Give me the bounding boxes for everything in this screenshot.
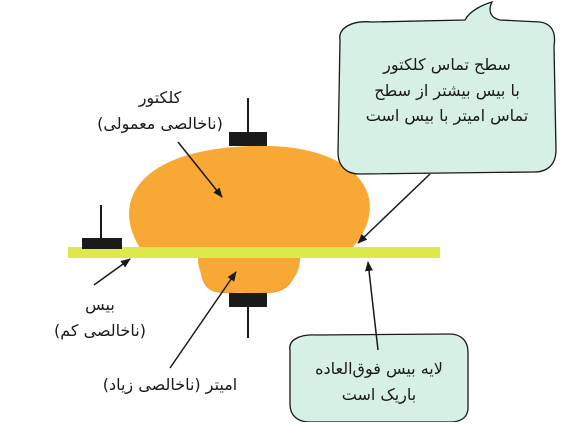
collector-region [129, 145, 370, 248]
contact-area-callout-text: سطح تماس کلکتور با بیس بیشتر از سطح تماس… [340, 52, 554, 129]
contact-area-line-3: تماس امیتر با بیس است [365, 106, 529, 126]
emitter-label-arrow [169, 271, 237, 369]
thin-base-callout-text: لایه بیس فوق‌العاده باریک است [292, 356, 466, 407]
collector-label-arrow [177, 141, 223, 198]
contact-area-line-1: سطح تماس کلکتور [383, 55, 511, 74]
base-title: بیس [85, 295, 115, 314]
thin-base-line-1: لایه بیس فوق‌العاده [315, 359, 443, 378]
thin-base-line-2: باریک است [341, 384, 417, 404]
collector-title: کلکتور [138, 88, 182, 107]
collector-contact [229, 132, 267, 146]
base-contact [82, 238, 122, 249]
emitter-body [198, 258, 300, 293]
contact-area-line-2: با بیس بیشتر از سطح [374, 80, 520, 100]
emitter-contact [229, 293, 267, 307]
collector-note: (ناخالصی معمولی) [97, 114, 223, 133]
base-layer [68, 247, 440, 258]
contact-area-arrow [357, 173, 431, 244]
base-note: (ناخالصی کم) [53, 321, 146, 340]
thin-base-arrow [365, 261, 379, 351]
contact-area-callout-shape [337, 0, 557, 175]
thin-base-callout-shape [289, 333, 469, 423]
emitter-label: امیتر (ناخالصی زیاد) [102, 375, 238, 394]
base-label-arrow [93, 258, 131, 286]
